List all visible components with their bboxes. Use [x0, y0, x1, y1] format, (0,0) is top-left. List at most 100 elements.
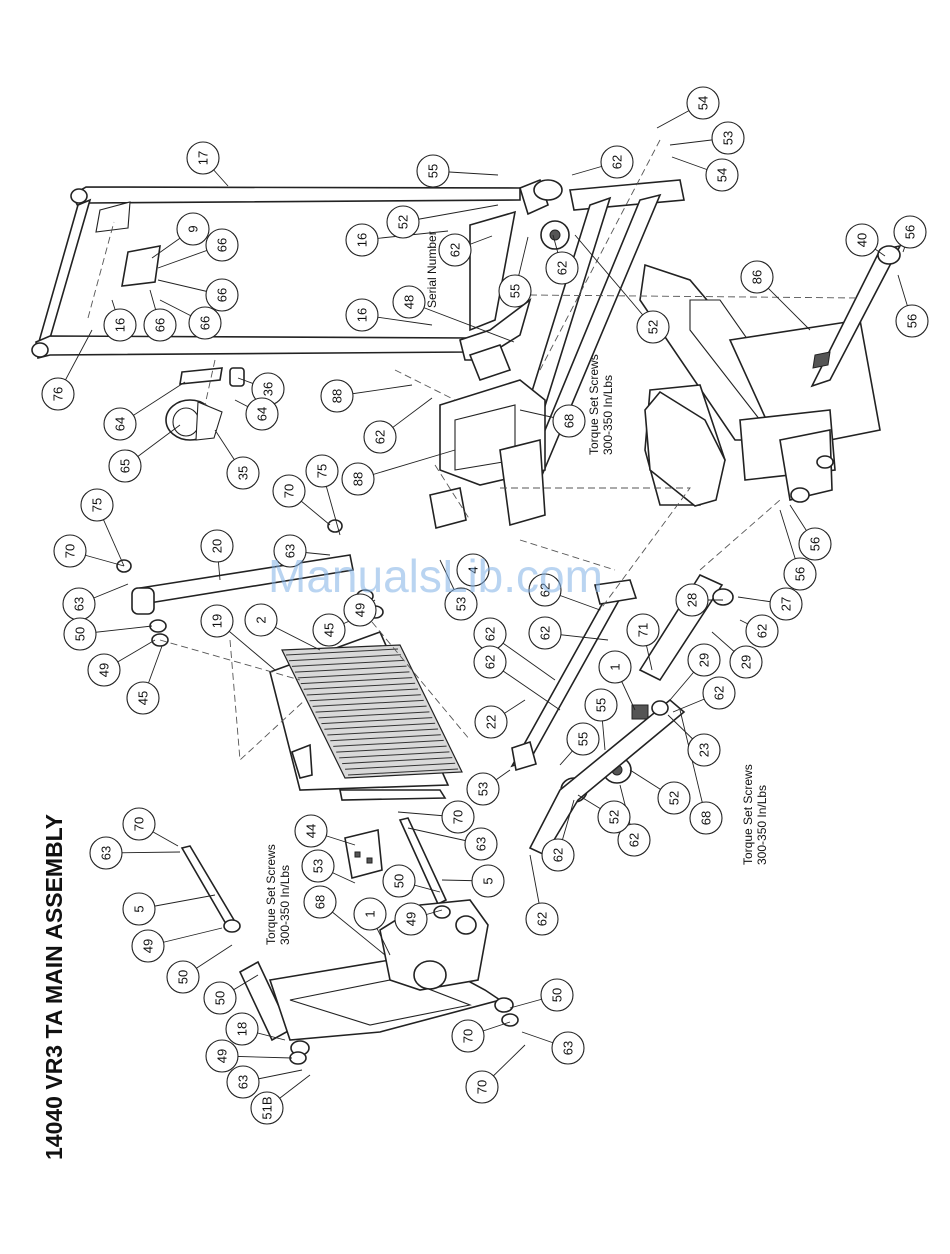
callout-55: 55	[566, 722, 600, 756]
callout-52: 52	[636, 310, 670, 344]
callout-circle	[273, 534, 307, 568]
callout-circle	[540, 978, 574, 1012]
callout-label: 62	[538, 583, 553, 597]
callout-28: 28	[675, 583, 709, 617]
callout-56: 56	[895, 304, 929, 338]
callout-49: 49	[131, 929, 165, 963]
callout-circle	[272, 474, 306, 508]
callout-circle	[205, 278, 239, 312]
callout-label: 56	[793, 567, 808, 581]
callout-label: 23	[697, 743, 712, 757]
callout-label: 56	[808, 537, 823, 551]
callout-66: 66	[205, 278, 239, 312]
callout-circle	[41, 377, 75, 411]
callout-19: 19	[200, 604, 234, 638]
callout-circle	[471, 864, 505, 898]
callout-circle	[566, 722, 600, 756]
callout-1: 1	[598, 650, 632, 684]
callout-label: 53	[721, 131, 736, 145]
callout-63: 63	[551, 1031, 585, 1065]
callout-circle	[541, 838, 575, 872]
grille-line	[324, 722, 436, 730]
callout-label: 62	[755, 624, 770, 638]
callout-label: 56	[905, 314, 920, 328]
callout-label: 52	[667, 791, 682, 805]
callout-62: 62	[473, 617, 507, 651]
callout-label: 16	[113, 318, 128, 332]
grille-line	[330, 734, 441, 742]
callout-circle	[451, 1019, 485, 1053]
grille-line	[288, 654, 401, 662]
torque-note-left: Torque Set Screws 300-350 In/Lbs	[264, 844, 292, 945]
callout-label: 52	[646, 320, 661, 334]
callout-label: 52	[607, 810, 622, 824]
callout-label: 49	[97, 663, 112, 677]
callout-66: 66	[188, 306, 222, 340]
callout-22: 22	[474, 705, 508, 739]
callout-63: 63	[89, 836, 123, 870]
callout-75: 75	[305, 454, 339, 488]
callout-label: 66	[153, 318, 168, 332]
watermark: ManualsLib.com	[268, 550, 603, 602]
callout-50: 50	[382, 864, 416, 898]
callout-circle	[131, 929, 165, 963]
callout-label: 70	[282, 484, 297, 498]
callout-4: 4	[456, 553, 490, 587]
callout-circle	[320, 379, 354, 413]
callout-circle	[745, 614, 779, 648]
callout-label: 62	[555, 261, 570, 275]
callout-18: 18	[225, 1012, 259, 1046]
callout-circle	[305, 454, 339, 488]
torque-note-lower-line1: Torque Set Screws	[741, 764, 755, 865]
callout-circle	[166, 960, 200, 994]
callout-label: 68	[313, 895, 328, 909]
callout-label: 75	[315, 464, 330, 478]
callout-70: 70	[465, 1070, 499, 1104]
callout-label: 62	[483, 655, 498, 669]
callout-16: 16	[345, 298, 379, 332]
callout-label: 70	[475, 1080, 490, 1094]
callout-64: 64	[103, 407, 137, 441]
bar-5-left	[180, 845, 236, 926]
callout-circle	[245, 397, 279, 431]
callout-circle	[687, 643, 721, 677]
callout-circle	[686, 86, 720, 120]
leader-line	[408, 301, 515, 343]
callout-circle	[343, 593, 377, 627]
callout-circle	[528, 573, 562, 607]
callout-circle	[545, 251, 579, 285]
callout-label: 18	[235, 1022, 250, 1036]
callout-circle	[353, 897, 387, 931]
callout-49: 49	[343, 593, 377, 627]
callout-label: 66	[215, 288, 230, 302]
callout-label: 48	[402, 295, 417, 309]
callout-label: 22	[484, 715, 499, 729]
callout-50: 50	[63, 617, 97, 651]
callout-circle	[303, 885, 337, 919]
callout-circle	[444, 587, 478, 621]
callout-66: 66	[143, 308, 177, 342]
callout-circle	[466, 772, 500, 806]
callout-29: 29	[729, 645, 763, 679]
callout-circle	[103, 308, 137, 342]
torque-note-lower-line2: 300-350 In/Lbs	[755, 785, 769, 865]
callout-label: 88	[351, 472, 366, 486]
callout-circle	[845, 223, 879, 257]
callout-circle	[636, 310, 670, 344]
callout-52: 52	[597, 800, 631, 834]
callout-45: 45	[126, 681, 160, 715]
callout-23: 23	[687, 733, 721, 767]
callout-62: 62	[600, 145, 634, 179]
callout-circle	[394, 902, 428, 936]
callout-66: 66	[205, 228, 239, 262]
callout-circle	[205, 1039, 239, 1073]
callout-70: 70	[272, 474, 306, 508]
callout-label: 36	[261, 382, 276, 396]
callout-label: 70	[132, 817, 147, 831]
callout-label: 55	[426, 164, 441, 178]
callout-label: 62	[538, 626, 553, 640]
callout-circle	[464, 827, 498, 861]
leader-line	[679, 709, 707, 819]
callout-label: 62	[610, 155, 625, 169]
